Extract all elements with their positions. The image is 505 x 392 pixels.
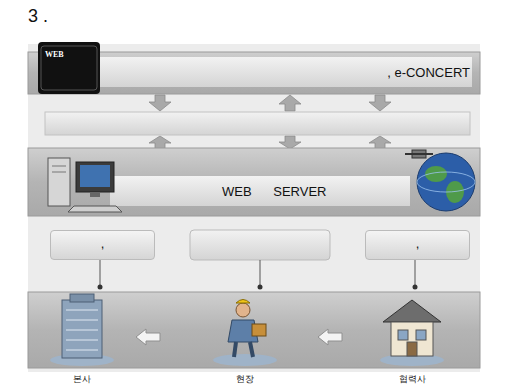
web-icon-frame	[41, 46, 97, 90]
figure-title: 3 .	[28, 6, 48, 27]
band-highlight	[100, 57, 472, 87]
node-text: ,	[51, 236, 154, 251]
globe-icon	[405, 150, 475, 211]
site-label: 현장	[236, 373, 254, 386]
node-text: ,	[366, 236, 469, 251]
wire	[100, 260, 415, 286]
worker-icon	[213, 300, 277, 367]
system-band: , e-CONCERT	[100, 52, 480, 94]
group-box	[190, 230, 330, 260]
house-icon	[380, 300, 444, 366]
site-label: 본사	[73, 373, 91, 386]
node-text: WEB SERVER	[222, 184, 486, 199]
dot	[98, 285, 418, 290]
computer-icon	[48, 158, 122, 212]
exchange-arrow	[136, 329, 342, 345]
group-box: ,	[50, 230, 155, 260]
band	[45, 112, 470, 135]
web-icon	[38, 42, 100, 94]
group-box: ,	[365, 230, 470, 260]
building-icon	[50, 294, 114, 366]
server-band: WEB SERVER	[28, 148, 486, 216]
icon-label: WEB	[45, 50, 64, 59]
node-text: , e-CONCERT	[100, 65, 470, 80]
band	[28, 148, 480, 216]
band	[28, 292, 480, 368]
site-label: 협력사	[399, 373, 426, 386]
